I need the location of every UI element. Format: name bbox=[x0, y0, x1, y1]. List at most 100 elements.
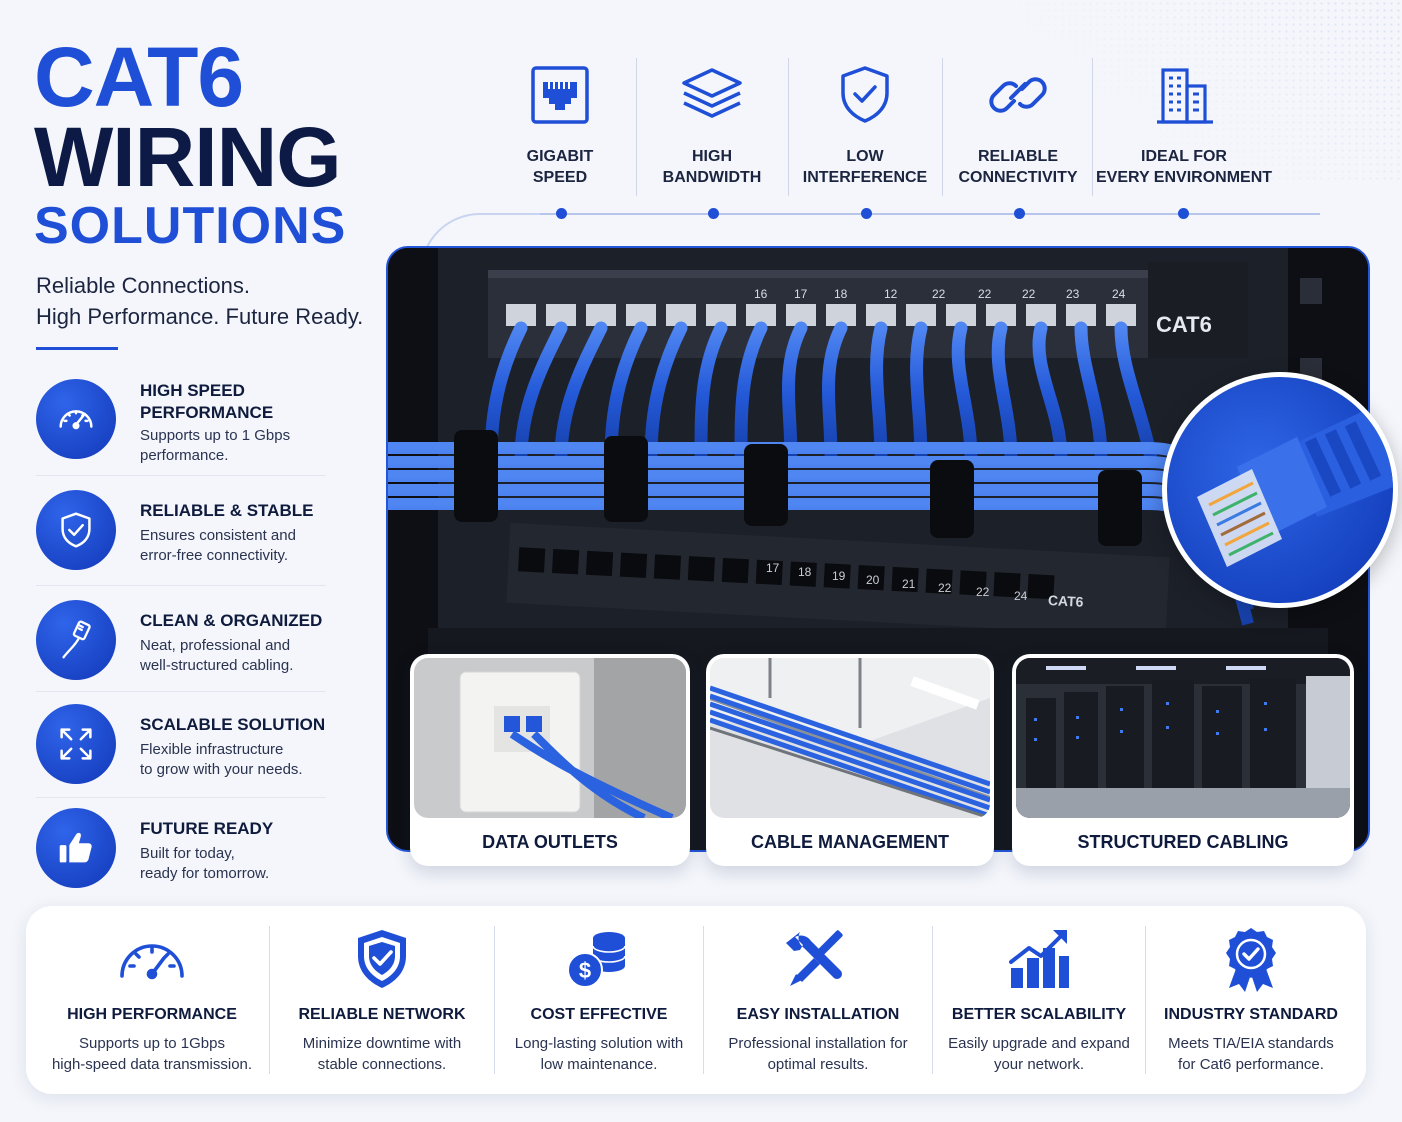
divider bbox=[932, 926, 933, 1074]
card-label: CABLE MANAGEMENT bbox=[751, 832, 949, 852]
feature-title: RELIABLE & STABLE bbox=[140, 501, 314, 520]
divider bbox=[703, 926, 704, 1074]
timeline-line bbox=[540, 213, 1320, 215]
ethernet-port-icon bbox=[531, 66, 589, 124]
top-feature-interference: LOW INTERFERENCE bbox=[789, 58, 941, 196]
panel-port-number: 22 bbox=[1022, 287, 1036, 301]
feature-desc: well-structured cabling. bbox=[140, 657, 294, 674]
benefit-title: RELIABLE NETWORK bbox=[298, 1006, 466, 1023]
building-icon bbox=[1157, 68, 1213, 124]
benefit-desc: Long-lasting solution with bbox=[514, 1035, 684, 1052]
benefit-better-scalability: BETTER SCALABILITY Easily upgrade and ex… bbox=[933, 906, 1145, 1094]
rj45-plug-icon bbox=[1197, 397, 1393, 567]
feature-scalable: SCALABLE SOLUTION Flexible infrastructur… bbox=[36, 692, 326, 798]
panel-port-number: 22 bbox=[932, 287, 946, 301]
card-structured-cabling: STRUCTURED CABLING bbox=[1012, 654, 1354, 866]
divider bbox=[1145, 926, 1146, 1074]
feature-title: SCALABLE SOLUTION bbox=[140, 715, 326, 734]
divider bbox=[494, 926, 495, 1074]
feature-desc: to grow with your needs. bbox=[140, 761, 303, 778]
divider bbox=[269, 926, 270, 1074]
benefit-desc: optimal results. bbox=[767, 1056, 869, 1073]
top-feature-label: LOW bbox=[846, 148, 884, 165]
shield-check-icon bbox=[358, 930, 406, 988]
feature-desc: Neat, professional and bbox=[140, 637, 291, 654]
switch-port-number: 19 bbox=[832, 569, 846, 583]
switch-label: CAT6 bbox=[1048, 592, 1085, 610]
feature-title: FUTURE READY bbox=[140, 819, 274, 838]
benefit-reliable-network: RELIABLE NETWORK Minimize downtime with s… bbox=[270, 906, 494, 1094]
benefit-easy-installation: EASY INSTALLATION Professional installat… bbox=[704, 906, 932, 1094]
benefit-industry-standard: INDUSTRY STANDARD Meets TIA/EIA standard… bbox=[1146, 906, 1356, 1094]
shield-check-icon bbox=[841, 66, 889, 123]
feature-desc: Supports up to 1 Gbps bbox=[140, 427, 291, 444]
panel-port-number: 22 bbox=[978, 287, 992, 301]
top-feature-label: EVERY ENVIRONMENT bbox=[1095, 169, 1273, 186]
dotted-background-pattern bbox=[982, 0, 1402, 180]
top-feature-label: CONNECTIVITY bbox=[958, 169, 1078, 186]
shield-check-icon bbox=[36, 490, 116, 570]
timeline-dot bbox=[556, 208, 567, 219]
feature-desc: Built for today, bbox=[140, 845, 235, 862]
panel-port-number: 24 bbox=[1112, 287, 1126, 301]
benefit-title: INDUSTRY STANDARD bbox=[1164, 1006, 1338, 1023]
top-feature-label: INTERFERENCE bbox=[802, 169, 928, 186]
panel-port-number: 17 bbox=[794, 287, 808, 301]
speedometer-icon bbox=[120, 944, 184, 980]
benefit-title: COST EFFECTIVE bbox=[530, 1006, 668, 1023]
feature-title: CLEAN & ORGANIZED bbox=[140, 611, 323, 630]
rj45-connector-closeup bbox=[1162, 372, 1398, 608]
feature-desc: Flexible infrastructure bbox=[140, 741, 284, 758]
feature-desc: performance. bbox=[140, 447, 229, 464]
timeline-dot bbox=[861, 208, 872, 219]
tagline-line-1: Reliable Connections. bbox=[36, 273, 251, 298]
panel-port-number: 18 bbox=[834, 287, 848, 301]
card-label: STRUCTURED CABLING bbox=[1077, 832, 1289, 852]
top-feature-environment: IDEAL FOR EVERY ENVIRONMENT bbox=[1093, 58, 1275, 196]
data-outlet-photo bbox=[414, 658, 686, 818]
timeline-dot bbox=[708, 208, 719, 219]
data-center-photo bbox=[1016, 658, 1350, 818]
layers-icon bbox=[682, 68, 742, 118]
divider bbox=[636, 58, 637, 196]
panel-port-number: 23 bbox=[1066, 287, 1080, 301]
card-data-outlets: DATA OUTLETS bbox=[410, 654, 690, 866]
title-line-cat6: CAT6 bbox=[34, 30, 244, 124]
switch-port-number: 20 bbox=[866, 573, 880, 587]
accent-divider bbox=[36, 347, 118, 350]
switch-port-number: 17 bbox=[766, 561, 780, 575]
feature-title: PERFORMANCE bbox=[140, 403, 274, 422]
benefit-title: EASY INSTALLATION bbox=[736, 1006, 900, 1023]
benefit-desc: Professional installation for bbox=[728, 1035, 908, 1052]
benefit-cost-effective: $ COST EFFECTIVE Long-lasting solution w… bbox=[495, 906, 703, 1094]
divider bbox=[1092, 58, 1093, 196]
benefit-desc: low maintenance. bbox=[540, 1056, 658, 1073]
link-icon bbox=[989, 77, 1047, 113]
top-feature-label: BANDWIDTH bbox=[662, 169, 762, 186]
top-feature-label: IDEAL FOR bbox=[1141, 148, 1227, 165]
patch-panel-label: CAT6 bbox=[1156, 312, 1212, 337]
title-line-solutions: SOLUTIONS bbox=[34, 197, 347, 255]
svg-text:$: $ bbox=[579, 958, 591, 983]
feature-desc: error-free connectivity. bbox=[140, 547, 289, 564]
benefit-desc: Minimize downtime with bbox=[302, 1035, 462, 1052]
feature-future-ready: FUTURE READY Built for today, ready for … bbox=[36, 798, 326, 904]
switch-port-number: 18 bbox=[798, 565, 812, 579]
tagline-line-2: High Performance. Future Ready. bbox=[36, 304, 364, 329]
tools-icon bbox=[786, 930, 843, 986]
feature-desc: Ensures consistent and bbox=[140, 527, 296, 544]
divider bbox=[788, 58, 789, 196]
benefit-desc: your network. bbox=[993, 1056, 1085, 1073]
benefit-desc: for Cat6 performance. bbox=[1178, 1056, 1324, 1073]
switch-port-number: 22 bbox=[938, 581, 952, 595]
growth-chart-icon bbox=[1009, 930, 1069, 988]
benefit-desc: stable connections. bbox=[317, 1056, 447, 1073]
benefit-desc: Meets TIA/EIA standards bbox=[1168, 1035, 1334, 1052]
timeline-dot bbox=[1014, 208, 1025, 219]
switch-port-number: 22 bbox=[976, 585, 990, 599]
